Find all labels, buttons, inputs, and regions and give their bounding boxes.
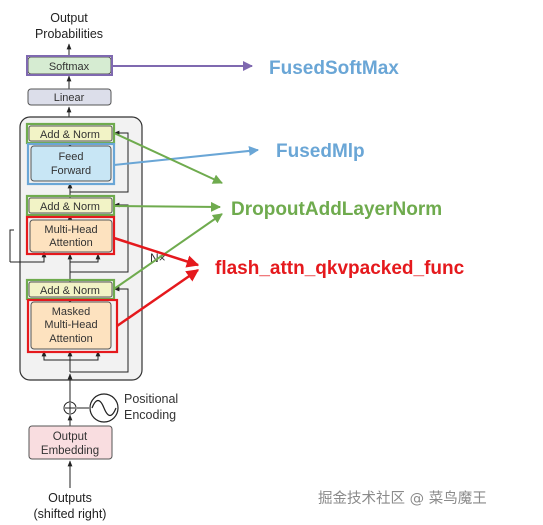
masked-mha-label-line3: Attention xyxy=(49,333,92,345)
arrow-addnorm-middle-to-dropout xyxy=(113,201,221,212)
residual-masked xyxy=(70,286,129,373)
dropout-add-layernorm-label: DropoutAddLayerNorm xyxy=(231,199,442,220)
softmax-label: Softmax xyxy=(49,61,90,73)
multi-head-attention-label-line1: Multi-Head xyxy=(44,224,97,236)
masked-input-lines xyxy=(41,350,71,372)
feed-forward-block xyxy=(30,145,112,182)
output-embedding-block xyxy=(28,425,113,460)
add-norm-label-middle: Add & Norm xyxy=(40,201,100,213)
add-norm-block-top xyxy=(28,125,113,142)
add-norm-label-bottom: Add & Norm xyxy=(40,285,100,297)
arrow-addnorm-top-to-dropout xyxy=(113,132,223,184)
linear-block xyxy=(27,88,112,106)
fused-softmax-label: FusedSoftMax xyxy=(269,58,399,79)
output-probabilities-label-line2: Probabilities xyxy=(35,27,103,41)
arrow-multihead-to-flash xyxy=(113,236,200,268)
highlight-multihead xyxy=(25,215,116,256)
masked-multi-head-attention-block xyxy=(30,301,112,350)
add-norm-label-top: Add & Norm xyxy=(40,129,100,141)
arrow-masked-to-flash xyxy=(116,268,200,328)
masked-mha-label-line1: Masked xyxy=(52,306,91,318)
outputs-label-line2: (shifted right) xyxy=(34,507,107,521)
encoder-input-line xyxy=(9,229,14,262)
watermark-text: 掘金技术社区 @ 菜鸟魔王 xyxy=(318,490,487,507)
residual-ff xyxy=(70,130,129,193)
output-embedding-label-line1: Output xyxy=(53,431,88,443)
arrow-addnorm-bottom-to-dropout xyxy=(113,213,223,290)
mha-input-lines xyxy=(69,253,101,282)
add-norm-block-bottom xyxy=(28,281,113,298)
residual-mha xyxy=(70,202,129,273)
sine-wave-icon xyxy=(91,399,117,417)
feed-forward-label-line1: Feed xyxy=(58,151,83,163)
multi-head-attention-block xyxy=(29,219,113,253)
positional-encoding-label-line1: Positional xyxy=(124,392,178,406)
output-embedding-label-line2: Embedding xyxy=(41,445,99,457)
multi-head-attention-label-line2: Attention xyxy=(49,237,92,249)
arrow-to-fusedmlp xyxy=(113,145,259,166)
feed-forward-label-line2: Forward xyxy=(51,165,91,177)
encoder-input-line-2 xyxy=(10,251,47,263)
outputs-label-line1: Outputs xyxy=(48,491,92,505)
positional-encoding-label-line2: Encoding xyxy=(124,408,176,422)
fused-mlp-label: FusedMlp xyxy=(276,141,365,162)
linear-label: Linear xyxy=(54,92,85,104)
output-probabilities-label-line1: Output xyxy=(50,11,88,25)
masked-input-lines-right xyxy=(70,350,101,361)
add-norm-block-middle xyxy=(28,197,113,214)
highlight-addnorm-middle xyxy=(25,194,116,217)
highlight-softmax xyxy=(26,55,113,76)
masked-mha-label-line2: Multi-Head xyxy=(44,319,97,331)
flash-attn-label: flash_attn_qkvpacked_func xyxy=(215,258,465,279)
